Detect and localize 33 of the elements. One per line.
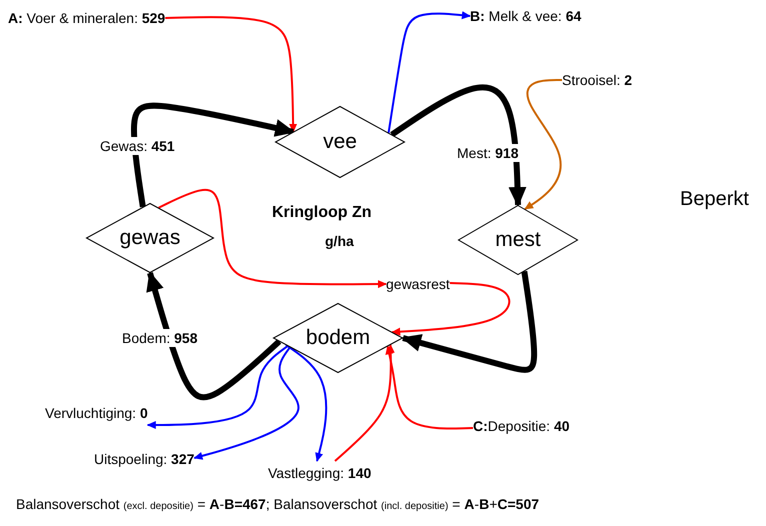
edge-label: Bodem: 958 xyxy=(120,329,200,347)
node-label: bodem xyxy=(304,326,372,350)
edge-label: Mest: 918 xyxy=(455,144,520,162)
thick-arrow xyxy=(130,102,296,208)
diagram-title: Kringloop Zn xyxy=(272,204,372,222)
arrow xyxy=(388,11,471,134)
edge-label: Gewas: 451 xyxy=(98,137,177,155)
node-label: vee xyxy=(322,130,358,154)
thick-arrow xyxy=(390,84,526,207)
flow-label: Strooisel: 2 xyxy=(562,68,632,92)
flow-label: Vervluchtiging: 0 xyxy=(45,401,148,425)
arrow xyxy=(158,188,387,288)
arrow xyxy=(194,346,300,460)
side-note: Beperkt xyxy=(680,188,749,211)
flow-label: A: Voer & mineralen: 529 xyxy=(8,6,166,30)
flow-label: B: Melk & vee: 64 xyxy=(470,4,582,28)
thick-arrow xyxy=(401,270,538,373)
flow-label: Vastlegging: 140 xyxy=(268,461,372,485)
arrow xyxy=(391,282,510,336)
thick-arrow xyxy=(146,271,282,400)
flow-label: Uitspoeling: 327 xyxy=(94,447,194,471)
flow-label: C:Depositie: 40 xyxy=(473,414,570,438)
arrow xyxy=(524,79,562,210)
node-label: mest xyxy=(494,228,542,252)
arrow xyxy=(146,345,288,430)
arrow xyxy=(285,344,328,462)
flow-label: gewasrest xyxy=(386,272,450,296)
node-label: gewas xyxy=(118,226,182,250)
arrow xyxy=(334,344,395,462)
balance-caption: Balansoverschot $_{(excl. depositie)}$ = A-B=467; Balansoverschot $_{(incl. depositie)}$ = A-B+C=507 xyxy=(16,496,540,512)
unit-label: g/ha xyxy=(325,233,354,249)
arrow xyxy=(165,16,298,133)
arrow xyxy=(385,345,474,430)
